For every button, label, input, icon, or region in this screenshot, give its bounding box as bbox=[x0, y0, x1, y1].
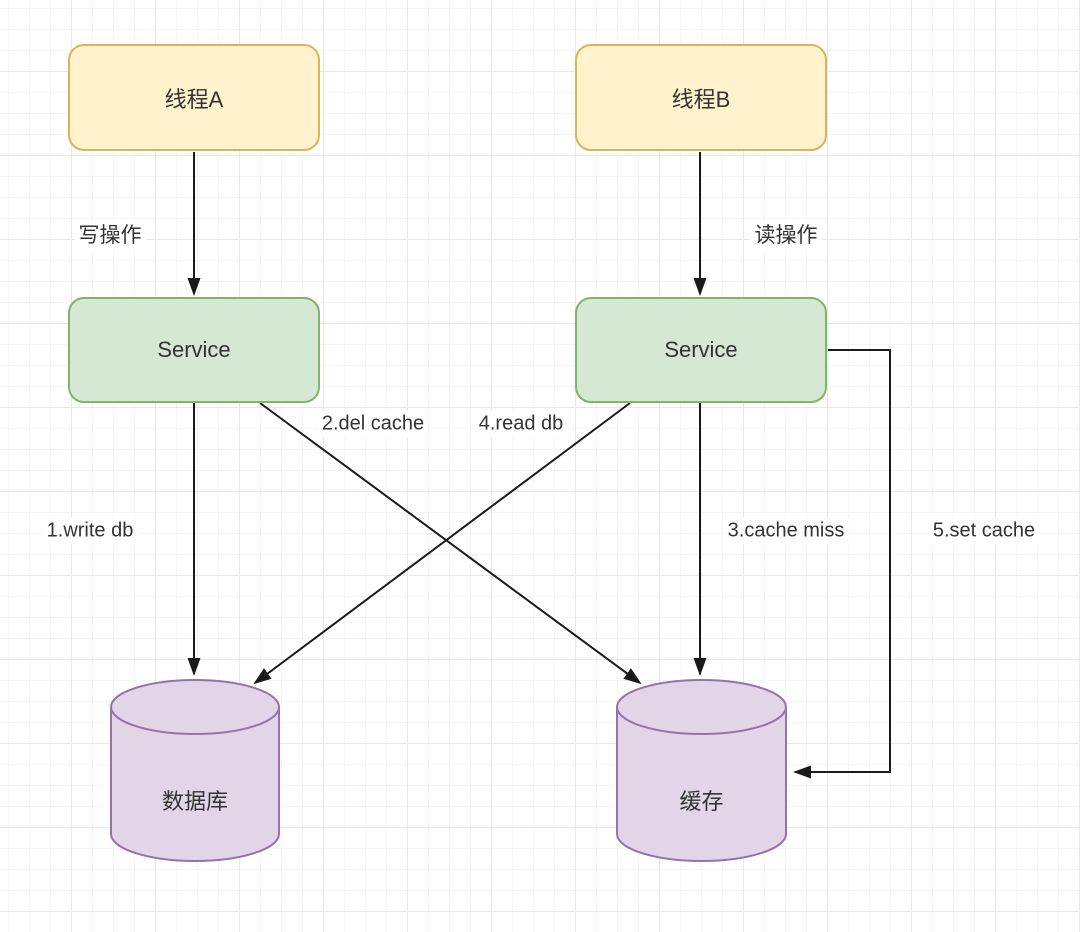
node-thread-b-label: 线程B bbox=[671, 86, 731, 112]
edge-label-read-op: 读操作 bbox=[750, 221, 822, 251]
edge-label-step1-write-db: 1.write db bbox=[42, 517, 138, 545]
node-thread-b: 线程B bbox=[575, 44, 827, 151]
database-cylinder-shape bbox=[110, 679, 280, 862]
node-thread-a-label: 线程A bbox=[164, 86, 224, 112]
edge-step4-read-db bbox=[253, 402, 631, 685]
node-cache: 缓存 bbox=[616, 678, 787, 864]
edge-step2-del-cache bbox=[259, 402, 642, 685]
node-service-a: Service bbox=[68, 297, 320, 403]
edge-label-step4-read-db: 4.read db bbox=[474, 410, 568, 438]
node-service-b-label: Service bbox=[664, 337, 738, 362]
node-database-label: 数据库 bbox=[161, 789, 228, 814]
node-service-a-label: Service bbox=[157, 337, 231, 362]
node-thread-a: 线程A bbox=[68, 44, 320, 151]
edge-label-write-op: 写操作 bbox=[74, 221, 146, 251]
edge-label-step2-del-cache: 2.del cache bbox=[317, 410, 429, 438]
edge-label-step3-cache-miss: 3.cache miss bbox=[723, 517, 849, 545]
edge-label-step5-set-cache: 5.set cache bbox=[928, 517, 1040, 545]
node-database: 数据库 bbox=[110, 678, 280, 864]
node-cache-label: 缓存 bbox=[679, 789, 724, 814]
cache-cylinder-shape bbox=[616, 679, 787, 862]
edge-step5-set-cache bbox=[793, 349, 891, 779]
node-service-b: Service bbox=[575, 297, 827, 403]
